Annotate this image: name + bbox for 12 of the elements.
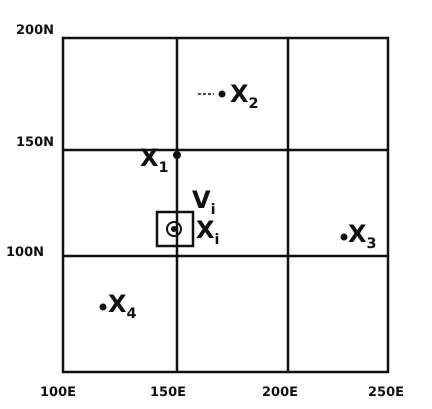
axis-label: 100E: [40, 386, 76, 399]
axis-label: 200E: [262, 386, 298, 399]
axis-label: 250E: [368, 386, 404, 399]
point-label: X$_{4}$: [108, 292, 137, 322]
point-label: X$_{2}$: [230, 82, 259, 112]
axis-label: 100N: [6, 246, 44, 259]
axis-label: 200N: [16, 24, 54, 37]
point-label: V$_{i}$: [192, 188, 216, 218]
axis-label: 150N: [16, 136, 54, 149]
point-label: X$_{i}$: [196, 218, 220, 248]
axis-label: 150E: [150, 386, 186, 399]
point-label: X$_{3}$: [348, 222, 377, 252]
